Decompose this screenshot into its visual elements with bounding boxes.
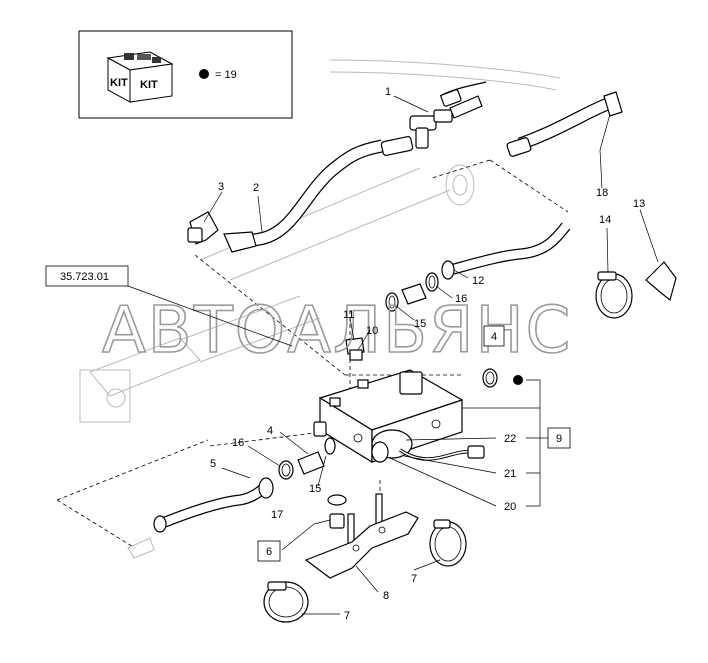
background-cylinder — [79, 59, 561, 423]
part-15-o-ring-lower — [324, 437, 336, 455]
kit-legend-box: KIT KIT = 19 — [78, 30, 293, 119]
part-1-tee-fitting — [409, 95, 483, 149]
callout-1: 1 — [385, 86, 391, 98]
part-16-o-ring-lower — [278, 460, 294, 480]
callout-7-left: 7 — [344, 610, 350, 622]
leader-lines — [127, 95, 659, 615]
callout-16-lower: 16 — [232, 437, 244, 449]
kit-dot-icon — [513, 375, 523, 385]
kit-text-right: KIT — [140, 79, 158, 91]
callout-12: 12 — [472, 275, 484, 287]
callout-13: 13 — [633, 198, 645, 210]
callout-3: 3 — [218, 181, 224, 193]
callout-20: 20 — [504, 501, 516, 513]
callout-22: 22 — [504, 433, 516, 445]
part-8-bracket — [304, 511, 419, 579]
legend-dot-icon — [199, 69, 209, 79]
box-4: 4 — [483, 325, 505, 347]
part-13-cap — [645, 261, 677, 302]
box-9-label: 9 — [556, 433, 562, 445]
parts-10-11 — [345, 337, 365, 361]
box-9: 9 — [547, 427, 571, 449]
kit-box-icon: KIT KIT — [106, 51, 174, 103]
upper-fittings — [385, 272, 439, 312]
part-9-o-ring — [482, 368, 523, 388]
part-4-adapter-lower — [297, 451, 325, 475]
callout-21: 21 — [504, 468, 516, 480]
callout-14: 14 — [599, 214, 611, 226]
legend-text: = 19 — [215, 69, 237, 81]
part-7-clamp-right — [429, 519, 467, 567]
box-6: 6 — [257, 540, 281, 562]
part-12-tube — [441, 222, 571, 280]
callout-10: 10 — [366, 325, 378, 337]
callout-15-upper: 15 — [414, 318, 426, 330]
part-7-clamp-left — [263, 581, 309, 623]
callout-5: 5 — [210, 458, 216, 470]
part-18-hose — [439, 81, 623, 157]
callout-4-lower: 4 — [267, 425, 273, 437]
part-5-tube — [127, 477, 274, 559]
part-15-o-ring-upper — [385, 292, 399, 312]
callout-2: 2 — [253, 182, 259, 194]
callouts: 1 2 3 18 14 13 12 16 15 11 10 4 16 5 15 … — [210, 86, 645, 622]
callout-7-right: 7 — [411, 573, 417, 585]
valve-block — [313, 369, 485, 464]
boxed-labels: 35.723.01 4 9 6 — [45, 265, 571, 562]
kit-text-left: KIT — [110, 77, 128, 89]
callout-18: 18 — [596, 187, 608, 199]
callout-16-upper: 16 — [455, 293, 467, 305]
part-2-hose — [223, 135, 414, 253]
part-14-clamp — [595, 271, 633, 319]
box-6-label: 6 — [266, 546, 272, 558]
callout-17: 17 — [271, 509, 283, 521]
box-4-label: 4 — [491, 331, 497, 343]
reference-box: 35.723.01 — [45, 265, 129, 287]
callout-8: 8 — [383, 590, 389, 602]
part-4-adapter-upper — [401, 283, 427, 305]
lower-fittings — [278, 437, 336, 480]
callout-11: 11 — [343, 309, 354, 321]
part-16-o-ring-upper — [425, 272, 439, 292]
part-3-elbow-fitting — [187, 211, 219, 245]
reference-label: 35.723.01 — [60, 271, 109, 283]
callout-15-lower: 15 — [309, 483, 321, 495]
